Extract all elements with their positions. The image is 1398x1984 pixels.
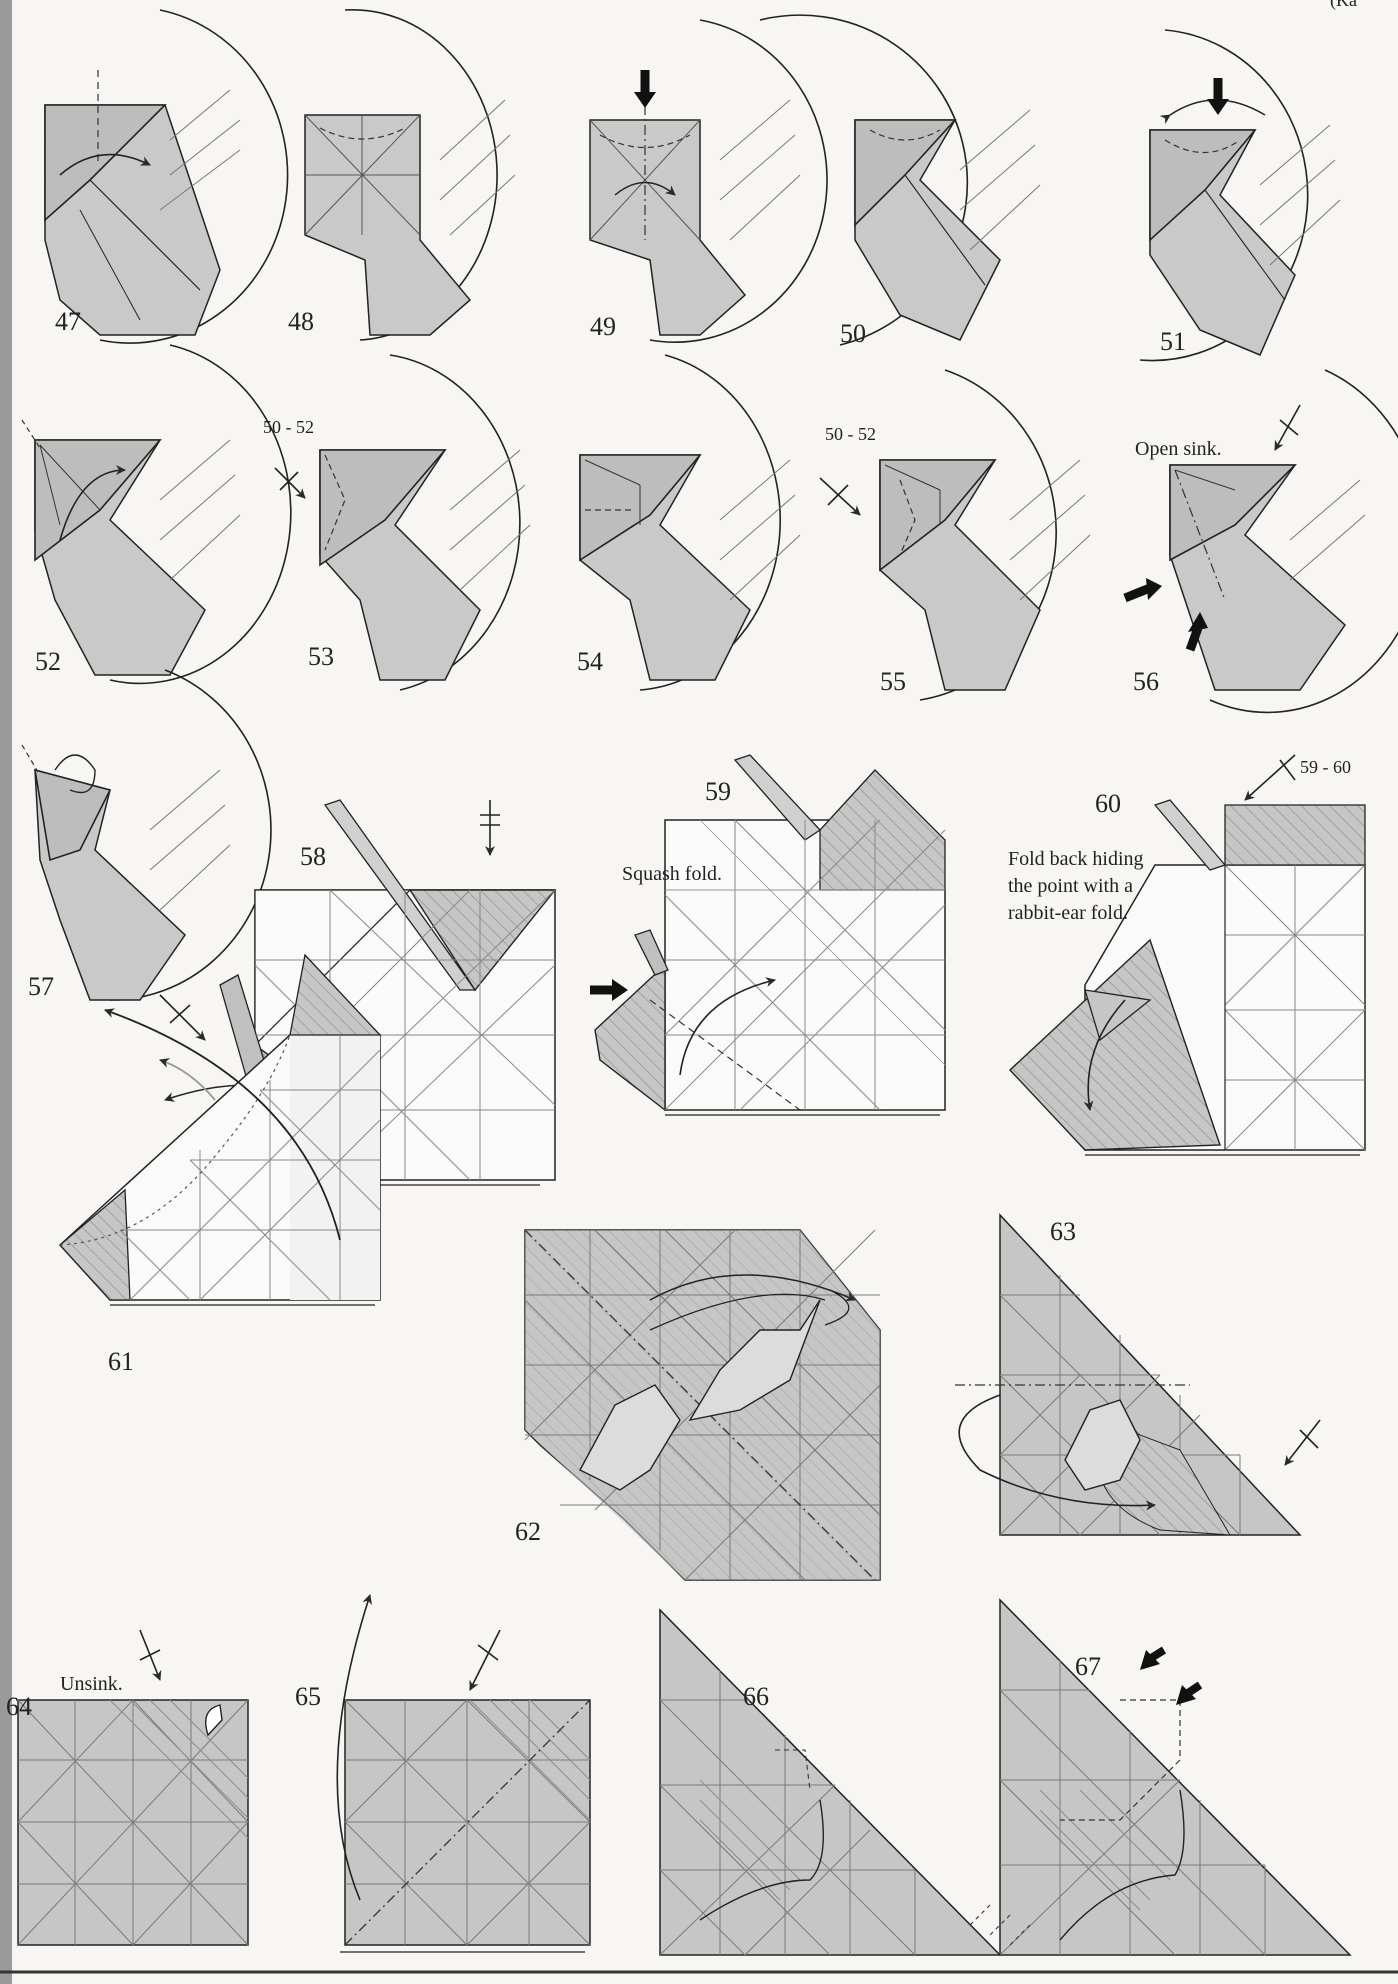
- step-55: [820, 370, 1090, 700]
- step-number-66: 66: [743, 1682, 769, 1711]
- step-61: [60, 955, 380, 1305]
- step-63: [955, 1215, 1320, 1535]
- step-57: [22, 670, 271, 1000]
- step-number-55: 55: [880, 667, 906, 696]
- caption-fold-back-line-2: the point with a: [1008, 875, 1133, 897]
- step-56: [1125, 370, 1398, 712]
- step-number-53: 53: [308, 642, 334, 671]
- step-number-58: 58: [300, 842, 326, 871]
- step-number-67: 67: [1075, 1652, 1101, 1681]
- step-number-50: 50: [840, 319, 866, 348]
- step-number-61: 61: [108, 1347, 134, 1376]
- caption-fold-back-line-1: Fold back hiding: [1008, 848, 1144, 870]
- step-number-57: 57: [28, 972, 54, 1001]
- step-59: [590, 755, 945, 1115]
- step-62: [525, 1230, 880, 1580]
- step-52: [22, 345, 291, 683]
- step-48: [305, 10, 515, 340]
- step-60: [1010, 755, 1365, 1155]
- caption-fold-back-line-3: rabbit-ear fold.: [1008, 902, 1128, 924]
- step-number-60: 60: [1095, 789, 1121, 818]
- step-49: [590, 20, 827, 342]
- page-edge-shadow: [0, 0, 12, 1984]
- step-number-54: 54: [577, 647, 603, 676]
- step-number-62: 62: [515, 1517, 541, 1546]
- step-number-59: 59: [705, 777, 731, 806]
- step-66: [660, 1610, 1000, 1955]
- step-number-65: 65: [295, 1682, 321, 1711]
- caption-open-sink: Open sink.: [1135, 438, 1222, 460]
- step-number-52: 52: [35, 647, 61, 676]
- caption-unsink: Unsink.: [60, 1673, 123, 1695]
- repeat-note-step-60: 59 - 60: [1300, 757, 1351, 777]
- step-50: [760, 15, 1040, 345]
- caption-squash-fold: Squash fold.: [622, 863, 722, 885]
- repeat-note-step-55: 50 - 52: [825, 424, 876, 444]
- repeat-note-step-53: 50 - 52: [263, 417, 314, 437]
- step-number-49: 49: [590, 312, 616, 341]
- step-number-48: 48: [288, 307, 314, 336]
- step-number-63: 63: [1050, 1217, 1076, 1246]
- step-number-56: 56: [1133, 667, 1159, 696]
- step-67: [970, 1600, 1350, 1955]
- step-51: [1140, 30, 1340, 361]
- header-corner-text: (Ka: [1330, 0, 1357, 11]
- step-53: [275, 355, 530, 690]
- step-number-64: 64: [6, 1692, 32, 1721]
- step-65: [337, 1595, 590, 1952]
- step-47: [45, 10, 288, 343]
- step-number-47: 47: [55, 307, 81, 336]
- step-54: [580, 355, 800, 690]
- step-64: [18, 1630, 248, 1945]
- step-number-51: 51: [1160, 327, 1186, 356]
